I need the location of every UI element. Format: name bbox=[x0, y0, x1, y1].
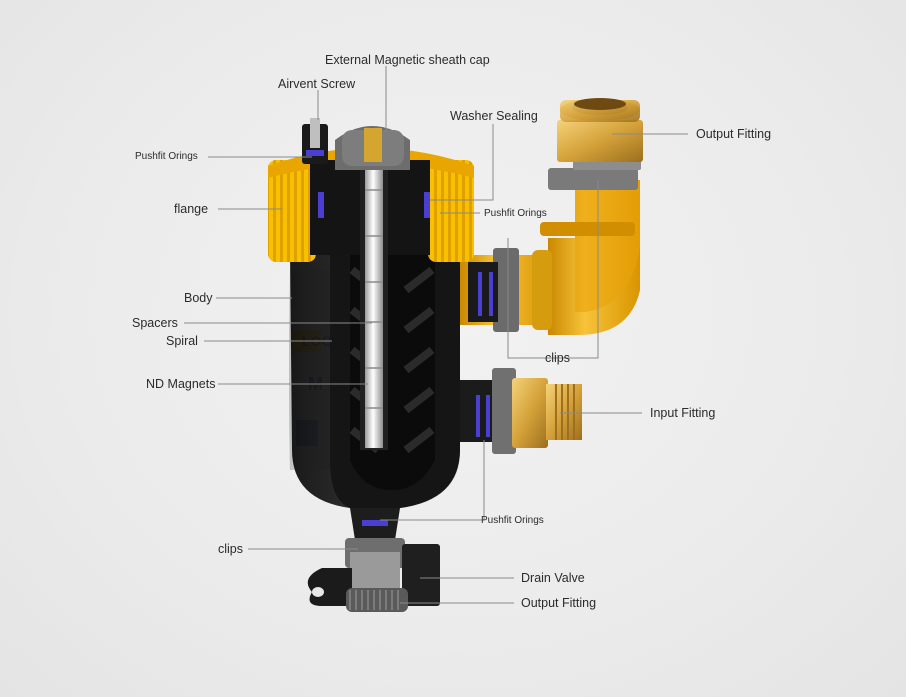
output-elbow bbox=[540, 156, 641, 335]
label-spiral: Spiral bbox=[166, 334, 198, 348]
upper-port bbox=[460, 248, 552, 332]
label-airvent-screw: Airvent Screw bbox=[278, 77, 356, 91]
label-pushfit-orings-right: Pushfit Orings bbox=[484, 208, 547, 219]
output-fitting-nut-top bbox=[557, 98, 643, 162]
label-spacers: Spacers bbox=[132, 316, 178, 330]
label-output-fitting-top: Output Fitting bbox=[696, 127, 772, 141]
magnetic-sheath bbox=[335, 126, 410, 450]
drain-valve-assembly bbox=[307, 508, 440, 612]
airvent-screw bbox=[302, 118, 328, 164]
label-clips-right: clips bbox=[545, 351, 571, 365]
leader-lines bbox=[184, 66, 688, 604]
lower-port bbox=[460, 368, 582, 454]
label-drain-valve: Drain Valve bbox=[521, 571, 585, 585]
label-clips-bottom: clips bbox=[218, 542, 244, 556]
label-flange: flange bbox=[174, 202, 209, 216]
label-output-fitting-bottom: Output Fitting bbox=[521, 596, 597, 610]
label-input-fitting: Input Fitting bbox=[650, 406, 716, 420]
label-pushfit-orings-top-left: Pushfit Orings bbox=[135, 151, 198, 162]
label-washer-sealing: Washer Sealing bbox=[450, 109, 538, 123]
label-pushfit-orings-bottom: Pushfit Orings bbox=[481, 515, 544, 526]
label-body: Body bbox=[184, 291, 213, 305]
label-nd-magnets: ND Magnets bbox=[146, 377, 216, 391]
label-external-cap: External Magnetic sheath cap bbox=[325, 53, 490, 67]
